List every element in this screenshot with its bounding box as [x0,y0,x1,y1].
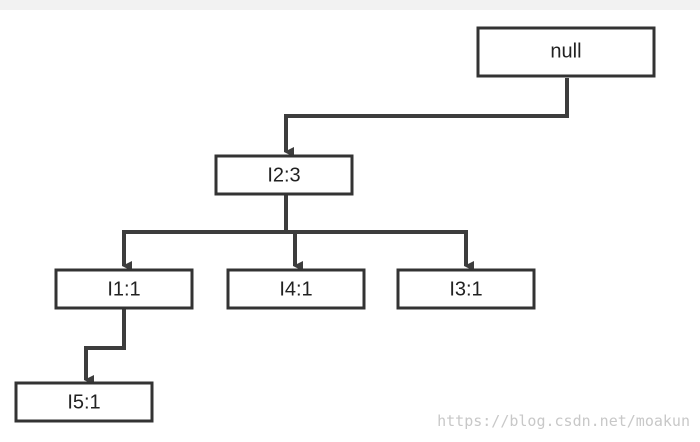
top-strip [0,0,700,10]
edge-null-to-i2 [284,78,569,157]
node-i5: I5:1 [14,381,154,423]
node-i4: I4:1 [226,268,366,310]
node-null: null [476,26,656,78]
watermark-url: https://blog.csdn.net/moakun [437,412,690,430]
edge-i1-to-i5 [84,308,126,385]
node-i4-box [226,268,366,310]
node-i3: I3:1 [396,268,536,310]
node-i2: I2:3 [214,154,354,196]
node-null-box [476,26,656,78]
node-i1-box [54,268,194,310]
node-i1: I1:1 [54,268,194,310]
node-i3-label: I3:1 [449,278,482,300]
node-i2-label: I2:3 [267,164,300,186]
node-i3-box [396,268,536,310]
node-i1-label: I1:1 [107,278,140,300]
node-null-label: null [550,40,581,62]
node-i2-box [214,154,354,196]
edge-i2-to-i1 [122,194,288,271]
edges-group [84,78,569,385]
node-i4-label: I4:1 [279,278,312,300]
node-i5-label: I5:1 [67,391,100,413]
node-i5-box [14,381,154,423]
edge-i2-to-i4 [286,230,303,271]
edge-i2-to-i3 [295,230,474,271]
